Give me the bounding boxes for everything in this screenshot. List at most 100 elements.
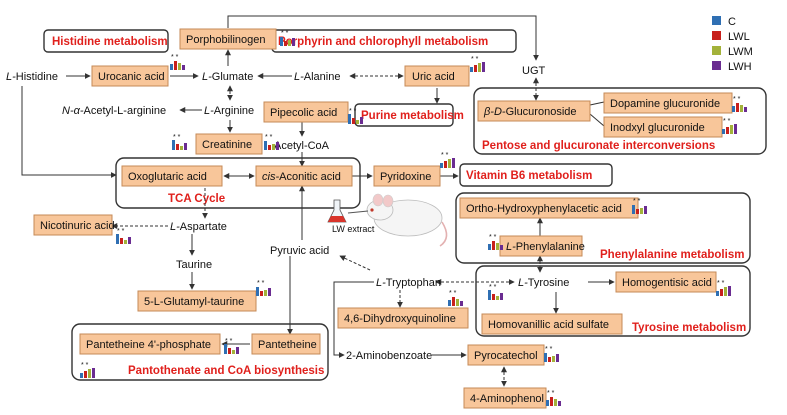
- svg-text:5-L-Glutamyl-taurine: 5-L-Glutamyl-taurine: [144, 296, 244, 308]
- mini-bar: [268, 288, 271, 296]
- significance-star-icon: * *: [547, 390, 555, 397]
- significance-star-icon: * *: [489, 234, 497, 241]
- svg-text:Pantetheine: Pantetheine: [258, 339, 317, 351]
- svg-text:Dopamine glucuronide: Dopamine glucuronide: [610, 98, 720, 110]
- node-4-aminophenol: 4-Aminophenol: [463, 387, 547, 409]
- mini-bar-chart-icon: * *: [116, 228, 131, 244]
- mini-bar: [720, 289, 723, 296]
- legend-label-lwh: LWH: [728, 61, 752, 73]
- label-glumate: L-Glumate: [202, 71, 253, 83]
- mini-bar: [268, 145, 271, 150]
- legend-swatch-lwl: [712, 31, 721, 40]
- mini-bar: [632, 205, 635, 214]
- mini-bar: [292, 38, 295, 46]
- mini-bar: [92, 368, 95, 378]
- label-pyruvic-acid: Pyruvic acid: [270, 245, 329, 257]
- label-aspartate: L-Aspartate: [170, 221, 227, 233]
- mini-bar: [644, 206, 647, 214]
- group-tca-cycle: TCA Cycle: [115, 157, 361, 209]
- mini-bar: [276, 142, 279, 150]
- mini-bar-chart-icon: * *: [716, 280, 731, 296]
- svg-text:Homovanillic acid sulfate: Homovanillic acid sulfate: [488, 319, 609, 331]
- mini-bar: [256, 287, 259, 296]
- node-urocanic-acid: Urocanic acid: [91, 65, 169, 87]
- mini-bar: [280, 37, 283, 46]
- mini-bar: [550, 397, 553, 406]
- svg-text:LW extract: LW extract: [332, 224, 375, 234]
- svg-text:Tyrosine metabolism: Tyrosine metabolism: [632, 322, 746, 334]
- mini-bar: [80, 373, 83, 378]
- mini-bar: [260, 291, 263, 296]
- flask-icon: [327, 199, 347, 223]
- mini-bar: [172, 140, 175, 150]
- mini-bar: [500, 293, 503, 300]
- svg-text:Histidine metabolism: Histidine metabolism: [52, 36, 168, 48]
- mini-bar: [460, 301, 463, 306]
- svg-text:Nicotinuric acid: Nicotinuric acid: [40, 220, 115, 232]
- mini-bar-chart-icon: * *: [470, 56, 485, 72]
- group-vitamin-b6: Vitamin B6 metabolism: [459, 163, 613, 187]
- mini-bar-chart-icon: * *: [80, 362, 95, 378]
- svg-text:Pipecolic acid: Pipecolic acid: [270, 107, 337, 119]
- mini-bar-chart-icon: * *: [264, 134, 279, 150]
- mini-bar: [440, 163, 443, 168]
- significance-star-icon: * *: [717, 280, 725, 287]
- mouse-icon: [347, 193, 448, 247]
- svg-text:L-Phenylalanine: L-Phenylalanine: [506, 241, 585, 253]
- node-ortho-hydroxyphenylacetic-acid: Ortho-Hydroxyphenylacetic acid: [459, 197, 639, 219]
- significance-star-icon: * *: [265, 134, 273, 141]
- mini-bar-chart-icon: * *: [544, 346, 559, 362]
- node-nicotinuric-acid: Nicotinuric acid: [33, 214, 115, 236]
- pathway-edges: [21, 15, 615, 387]
- legend-swatch-c: [712, 16, 721, 25]
- mini-bar: [288, 40, 291, 46]
- mini-bar: [636, 209, 639, 214]
- mini-bar: [482, 62, 485, 72]
- label-ugt: UGT: [522, 65, 546, 77]
- svg-text:β-D-Glucuronoside: β-D-Glucuronoside: [483, 106, 577, 118]
- group-porphyrin-metabolism: Porphyrin and chlorophyll metabolism: [271, 29, 517, 53]
- svg-text:Inodxyl glucuronide: Inodxyl glucuronide: [610, 122, 705, 134]
- mini-bar: [360, 117, 363, 124]
- label-tyrosine: L-Tyrosine: [518, 277, 569, 289]
- mini-bar: [170, 64, 173, 70]
- svg-text:Creatinine: Creatinine: [202, 139, 252, 151]
- legend-swatch-lwm: [712, 46, 721, 55]
- mini-bar: [500, 245, 503, 250]
- mini-bar: [470, 67, 473, 72]
- group-phenylalanine-metabolism: Phenylalanine metabolism: [455, 192, 751, 264]
- label-acetyl-arginine: N-α-Acetyl-L-arginine: [62, 105, 166, 117]
- mini-bar-chart-icon: * *: [170, 54, 185, 70]
- mini-bar: [264, 290, 267, 296]
- mini-bar: [284, 41, 287, 46]
- node-homogentisic-acid: Homogentisic acid: [615, 271, 717, 293]
- mini-bar: [272, 144, 275, 150]
- group-pentose-glucuronate: Pentose and glucuronate interconversions: [473, 87, 767, 155]
- node-indoxyl-glucuronide: Inodxyl glucuronide: [603, 116, 723, 138]
- svg-text:Urocanic acid: Urocanic acid: [98, 71, 165, 83]
- mini-bar: [736, 103, 739, 112]
- mini-bar: [492, 294, 495, 300]
- mini-bar: [558, 401, 561, 406]
- mini-bar: [544, 353, 547, 362]
- svg-text:Purine metabolism: Purine metabolism: [361, 110, 464, 122]
- svg-text:Uric acid: Uric acid: [412, 71, 455, 83]
- mini-bar: [178, 63, 181, 70]
- label-tryptophan: L-Tryptophan: [376, 277, 441, 289]
- mini-bar-chart-icon: * *: [224, 338, 239, 354]
- svg-text:Pentose and glucuronate interc: Pentose and glucuronate interconversions: [482, 140, 715, 152]
- label-histidine: L-Histidine: [6, 71, 58, 83]
- mini-bar-chart-icon: * *: [488, 234, 503, 250]
- mouse-lw-extract-illustration: LW extract: [327, 193, 448, 247]
- mini-bar: [546, 400, 549, 406]
- mini-bar: [184, 143, 187, 150]
- significance-star-icon: * *: [545, 346, 553, 353]
- mini-bar: [444, 161, 447, 168]
- legend-label-lwl: LWL: [728, 31, 750, 43]
- mini-bar-chart-icon: * *: [448, 290, 463, 306]
- mini-bar: [224, 344, 227, 354]
- mini-bar: [174, 61, 177, 70]
- svg-text:4,6-Dihydroxyquinoline: 4,6-Dihydroxyquinoline: [344, 313, 456, 325]
